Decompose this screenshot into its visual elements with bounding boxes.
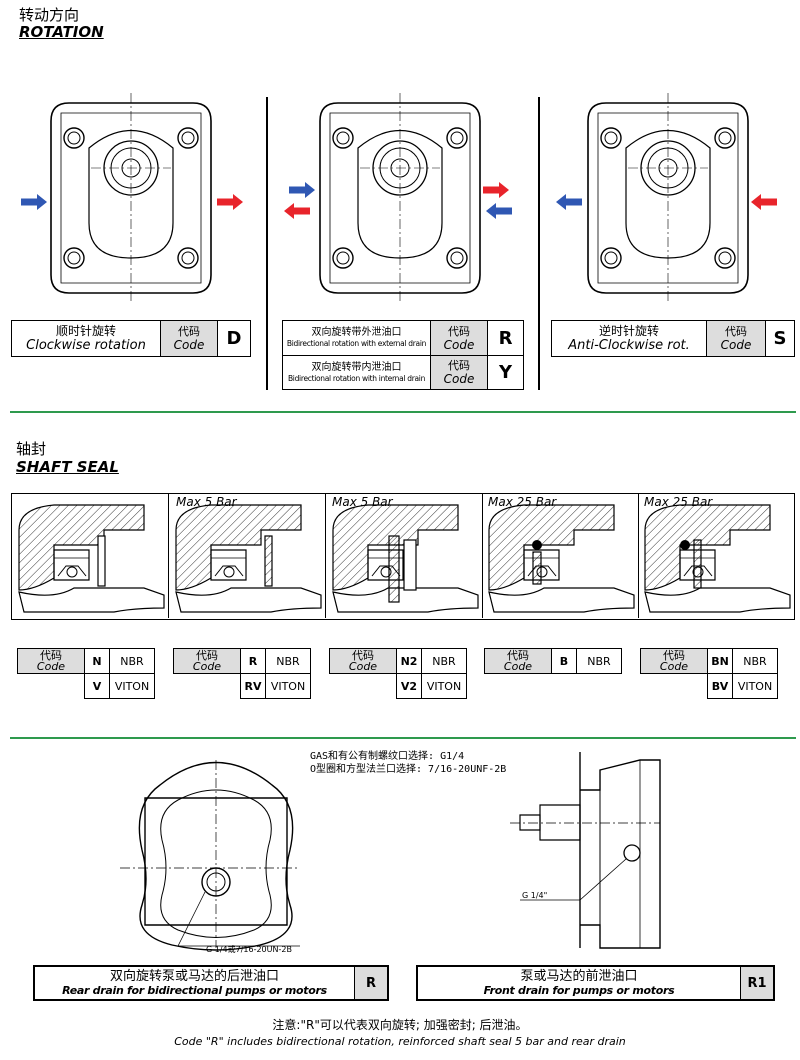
- seal-title-en: SHAFT SEAL: [16, 458, 119, 476]
- seal-code: B: [551, 648, 577, 674]
- code-label-en: Code: [503, 660, 533, 673]
- code-letter: D: [226, 328, 242, 349]
- code-label-en: Code: [192, 660, 222, 673]
- footnote-en: Code "R" includes bidirectional rotation…: [174, 1035, 626, 1048]
- seal-code: V2: [396, 673, 422, 699]
- footnote-cn: 注意:"R"可以代表双向旋转; 加强密封; 后泄油。: [272, 1018, 528, 1032]
- column-divider: [266, 97, 268, 390]
- seal-material: VITON: [265, 673, 311, 699]
- seal-code: R: [240, 648, 266, 674]
- code-label-en: Code: [36, 660, 66, 673]
- front-drain-code: R1: [740, 967, 773, 999]
- code-label-en: Code: [443, 372, 475, 386]
- seal-title-cn: 轴封: [16, 440, 47, 458]
- seal-code: BV: [707, 673, 733, 699]
- thread-note-line: O型圈和方型法兰口选择: 7/16-20UNF-2B: [310, 764, 507, 775]
- rear-drain-en: Rear drain for bidirectional pumps or mo…: [62, 983, 327, 997]
- bidir-ext-cn: 双向旋转带外泄油口: [311, 327, 402, 338]
- clockwise-en: Clockwise rotation: [26, 338, 146, 353]
- code-label-en: Code: [348, 660, 378, 673]
- code-label-en: Code: [659, 660, 689, 673]
- drain-drawings: [120, 752, 661, 951]
- seal-material: VITON: [732, 673, 778, 699]
- front-port-callout: G 1/4": [522, 891, 548, 900]
- code-label-cn: 代码: [448, 359, 470, 372]
- code-letter: R: [498, 327, 513, 349]
- anticlockwise-en: Anti-Clockwise rot.: [568, 338, 690, 353]
- code-label-cn: 代码: [352, 649, 374, 662]
- clockwise-cn: 顺时针旋转: [55, 324, 116, 338]
- bidir-int-cn: 双向旋转带内泄油口: [311, 361, 402, 373]
- bidir-int-en: Bidirectional rotation with internal dra…: [287, 373, 426, 383]
- seal-strip: [11, 493, 795, 620]
- seal-code: RV: [240, 673, 266, 699]
- seal-material: NBR: [576, 648, 622, 674]
- seal-material: VITON: [421, 673, 467, 699]
- code-label-cn: 代码: [507, 649, 529, 662]
- front-drain-cn: 泵或马达的前泄油口: [520, 968, 638, 984]
- seal-code: V: [84, 673, 110, 699]
- code-label-cn: 代码: [178, 325, 200, 338]
- section-divider: [10, 411, 796, 413]
- drain-box-rear: 双向旋转泵或马达的后泄油口 Rear drain for bidirection…: [33, 965, 389, 1001]
- code-label-en: Code: [443, 337, 475, 352]
- front-drain-en: Front drain for pumps or motors: [483, 983, 675, 997]
- seal-material: NBR: [732, 648, 778, 674]
- thread-note: GAS和有公有制螺纹口选择: G1/4 O型圈和方型法兰口选择: 7/16-20…: [310, 750, 506, 776]
- seal-code: N2: [396, 648, 422, 674]
- code-label-cn: 代码: [725, 325, 747, 338]
- rotation-title-en: ROTATION: [19, 23, 104, 41]
- column-divider: [538, 97, 540, 390]
- code-letter: Y: [498, 362, 513, 383]
- code-label-cn: 代码: [40, 649, 62, 662]
- code-box-bidirectional: 双向旋转带外泄油口 Bidirectional rotation with ex…: [282, 320, 524, 390]
- bidir-ext-en: Bidirectional rotation with external dra…: [286, 339, 427, 348]
- rear-port-callout: G 1/4或7/16-20UN-2B: [206, 945, 292, 954]
- rotation-title-cn: 转动方向: [19, 6, 80, 24]
- code-letter: S: [773, 328, 787, 349]
- code-label-cn: 代码: [196, 649, 218, 662]
- code-label-en: Code: [173, 338, 205, 352]
- code-box-anticlockwise: 逆时针旋转 Anti-Clockwise rot. 代码 Code S: [551, 320, 795, 357]
- anticlockwise-cn: 逆时针旋转: [598, 324, 659, 338]
- code-box-clockwise: 顺时针旋转 Clockwise rotation 代码 Code D: [11, 320, 251, 357]
- seal-material: VITON: [109, 673, 155, 699]
- rear-drain-code: R: [354, 967, 387, 999]
- drain-box-front: 泵或马达的前泄油口 Front drain for pumps or motor…: [416, 965, 775, 1001]
- section-divider: [10, 737, 796, 739]
- code-label-cn: 代码: [448, 324, 470, 338]
- thread-note-line: GAS和有公有制螺纹口选择: G1/4: [310, 751, 465, 762]
- seal-material: NBR: [421, 648, 467, 674]
- rear-drain-cn: 双向旋转泵或马达的后泄油口: [109, 968, 279, 984]
- code-label-cn: 代码: [663, 649, 685, 662]
- code-label-en: Code: [720, 338, 752, 352]
- seal-material: NBR: [109, 648, 155, 674]
- seal-drawings: [18, 504, 791, 613]
